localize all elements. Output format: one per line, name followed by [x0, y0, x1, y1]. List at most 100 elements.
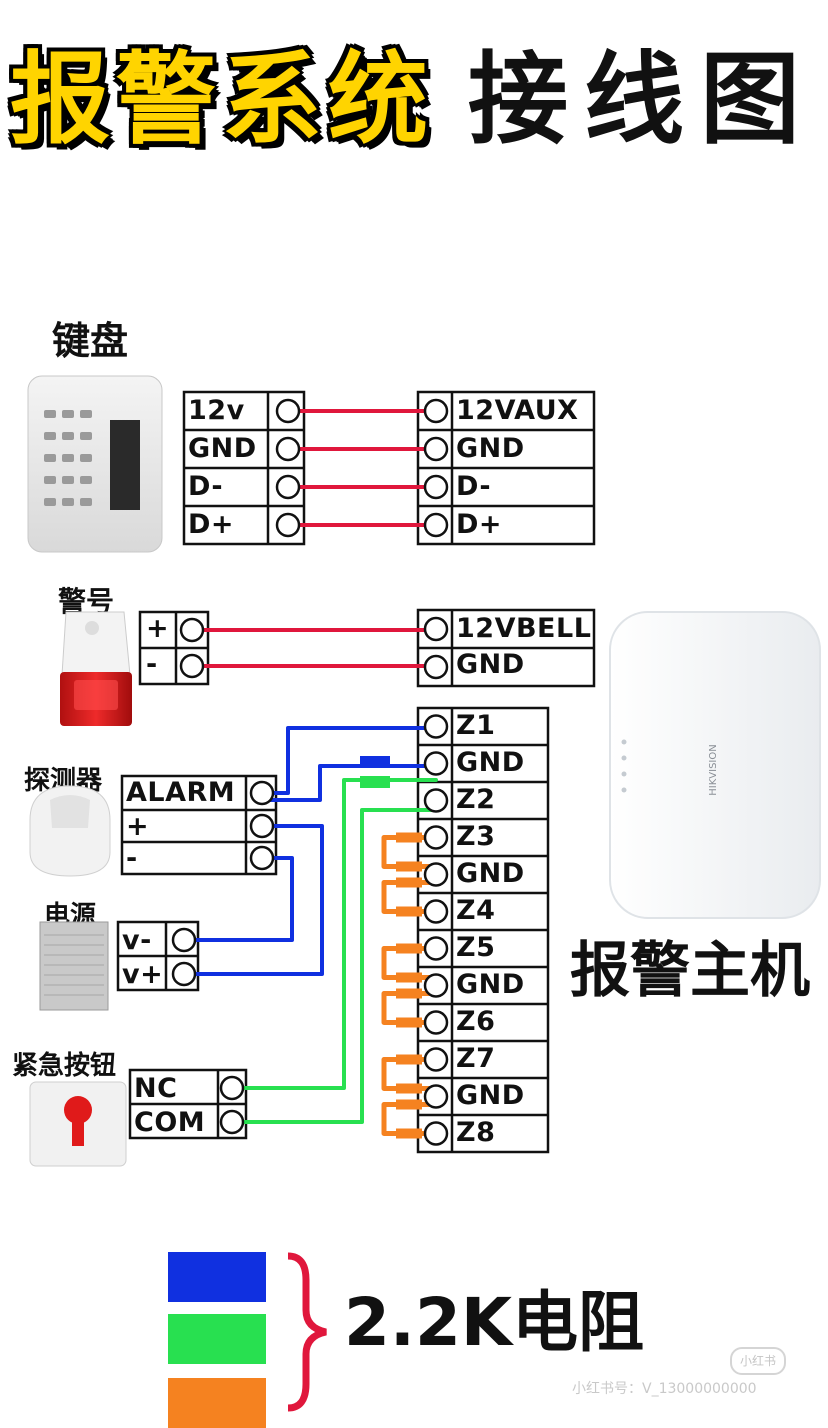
- watermark-logo: 小红书: [730, 1347, 786, 1375]
- terminal-screw: [171, 961, 197, 987]
- orange-resistor: [396, 861, 422, 872]
- terminal-screw: [423, 788, 449, 813]
- host-label: 报警主机: [570, 936, 810, 1006]
- zone-terminal-label: GND: [456, 969, 525, 1000]
- terminal-screw: [423, 654, 449, 680]
- watermark-text: 小红书号：V_13000000000: [572, 1381, 757, 1397]
- terminal-screw: [179, 653, 205, 679]
- page-title: 报 警 系 统 接 线 图: [10, 40, 818, 170]
- power-supply-device: [39, 921, 109, 1011]
- button-terminal-com: COM: [134, 1107, 206, 1138]
- orange-resistor: [396, 1083, 422, 1094]
- terminal-screw: [423, 862, 449, 887]
- detector-power-minus-wire: [182, 856, 294, 942]
- zone-terminal-label: Z8: [456, 1117, 496, 1148]
- terminal-screw: [423, 1010, 449, 1035]
- zone-terminal-label: Z3: [456, 821, 496, 852]
- keypad-terminal-12v: 12v: [188, 395, 245, 426]
- terminal-screw: [423, 1121, 449, 1146]
- zone-terminal-label: Z1: [456, 710, 496, 741]
- zone-terminal-label: GND: [456, 858, 525, 889]
- terminal-screw: [219, 1109, 245, 1135]
- zone-terminal-label: Z5: [456, 932, 496, 963]
- keypad-terminal-dplus: D+: [188, 509, 235, 540]
- zone-terminal-label: Z6: [456, 1006, 496, 1037]
- orange-resistor: [396, 1017, 422, 1028]
- host-terminal-bell-gnd: GND: [456, 649, 525, 680]
- terminal-screw: [423, 825, 449, 850]
- terminal-screw: [423, 936, 449, 961]
- zone-terminal-label: GND: [456, 747, 525, 778]
- alarm-host-device: HIKVISION: [609, 611, 821, 919]
- terminal-screw: [423, 474, 449, 500]
- green-resistor: [360, 776, 390, 788]
- blue-resistor: [360, 756, 390, 768]
- zone-terminal-label: Z4: [456, 895, 496, 926]
- host-terminal-dplus: D+: [456, 509, 503, 540]
- terminal-screw: [423, 751, 449, 776]
- power-terminal-vplus: v+: [122, 959, 164, 990]
- zone-terminal-label: Z7: [456, 1043, 496, 1074]
- panic-button-device: [29, 1081, 127, 1167]
- terminal-screw: [423, 398, 449, 424]
- title-char: 报: [10, 41, 110, 158]
- legend-orange-swatch: [168, 1378, 266, 1428]
- zone-terminal-label: GND: [456, 1080, 525, 1111]
- title-char: 系: [222, 41, 322, 158]
- button-com-wire: [230, 808, 438, 1124]
- orange-resistor: [396, 972, 422, 983]
- terminal-screw: [249, 845, 275, 871]
- keypad-label: 键盘: [52, 319, 129, 363]
- siren-terminal-minus: -: [146, 649, 158, 680]
- title-char: 图: [700, 41, 800, 158]
- terminal-screw: [423, 973, 449, 998]
- orange-resistor: [396, 906, 422, 917]
- orange-resistor: [396, 877, 422, 888]
- detector-alarm-wire: [260, 726, 438, 795]
- keypad-device: [27, 375, 163, 553]
- detector-terminal-minus: -: [126, 843, 138, 874]
- terminal-screw: [179, 617, 205, 643]
- terminal-screw: [275, 436, 301, 462]
- legend-green-swatch: [168, 1314, 266, 1364]
- terminal-screw: [423, 714, 449, 739]
- host-terminal-12vbell: 12VBELL: [456, 613, 592, 644]
- terminal-screw: [423, 899, 449, 924]
- terminal-screw: [423, 1084, 449, 1109]
- legend-brace: [287, 1252, 327, 1412]
- button-terminal-nc: NC: [134, 1073, 178, 1104]
- keypad-terminal-dminus: D-: [188, 471, 224, 502]
- orange-resistor: [396, 832, 422, 843]
- svg-text:HIKVISION: HIKVISION: [708, 744, 719, 795]
- terminal-screw: [423, 616, 449, 642]
- terminal-screw: [423, 436, 449, 462]
- terminal-screw: [249, 813, 275, 839]
- orange-resistor: [396, 988, 422, 999]
- title-char: 线: [584, 41, 684, 158]
- host-terminal-gnd: GND: [456, 433, 525, 464]
- orange-resistor: [396, 1099, 422, 1110]
- terminal-screw: [171, 927, 197, 953]
- detector-power-plus-wire: [182, 824, 324, 976]
- title-char: 接: [468, 41, 568, 158]
- host-terminal-12vaux: 12VAUX: [456, 395, 579, 426]
- legend-blue-swatch: [168, 1252, 266, 1302]
- terminal-screw: [423, 512, 449, 538]
- detector-device: [29, 785, 111, 877]
- terminal-screw: [275, 474, 301, 500]
- power-terminal-vminus: v-: [122, 925, 152, 956]
- zone-terminal-label: Z2: [456, 784, 496, 815]
- terminal-screw: [219, 1075, 245, 1101]
- siren-device: [60, 611, 132, 726]
- legend: [168, 1252, 327, 1428]
- title-char: 警: [116, 41, 216, 158]
- orange-resistor: [396, 943, 422, 954]
- host-terminal-dminus: D-: [456, 471, 492, 502]
- siren-terminal-plus: +: [146, 613, 170, 644]
- terminal-screw: [423, 1047, 449, 1072]
- terminal-screw: [275, 398, 301, 424]
- panic-button-label: 紧急按钮: [12, 1051, 117, 1081]
- detector-terminal-plus: +: [126, 811, 150, 842]
- terminal-screw: [275, 512, 301, 538]
